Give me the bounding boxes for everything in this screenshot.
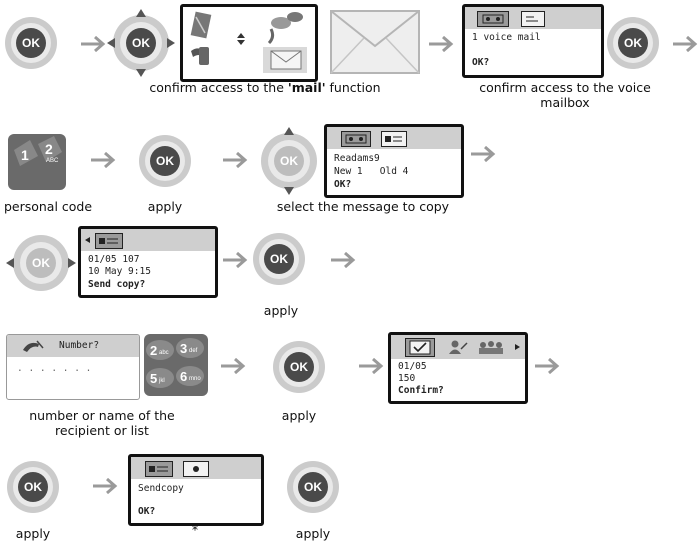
arrow-right-icon <box>428 36 453 52</box>
sendcopy-label: Sendcopy <box>138 483 184 494</box>
caption-apply: apply <box>263 303 299 318</box>
arrow-right-icon <box>92 478 117 494</box>
navigator-button[interactable]: OK <box>106 8 176 78</box>
svg-text:1: 1 <box>21 147 29 163</box>
caption-personal-code: personal code <box>3 199 93 214</box>
voicemail-tab-icon <box>477 11 509 27</box>
number-prompt: Number? <box>59 340 100 351</box>
svg-text:OK: OK <box>22 36 40 50</box>
voicemail-tab-icon <box>341 131 371 147</box>
voicemail-screen: 1 voice mail OK? <box>462 4 604 78</box>
voicemail-confirm: OK? <box>472 57 490 68</box>
caption-apply: apply <box>15 526 51 541</box>
scroll-right-icon <box>515 344 520 350</box>
mail-tab-icon <box>521 11 545 27</box>
svg-text:OK: OK <box>270 252 288 266</box>
number-input-dots: . . . . . . . <box>17 363 92 374</box>
caption-apply: apply <box>147 199 183 214</box>
arrow-right-icon <box>534 358 559 374</box>
message-name: Readams9 <box>334 153 380 164</box>
svg-text:OK: OK <box>290 360 308 374</box>
svg-text:OK: OK <box>304 480 322 494</box>
caption-apply: apply <box>281 408 317 423</box>
caption-number-recipient: number or name of the recipient or list <box>29 408 175 438</box>
confirm-date: 01/05 <box>398 361 427 372</box>
arrow-right-icon <box>220 358 245 374</box>
svg-text:abc: abc <box>159 350 169 356</box>
scroll-left-icon <box>85 237 90 243</box>
handset-icon <box>191 47 209 65</box>
svg-text:2: 2 <box>150 343 157 358</box>
ok-button[interactable]: OK <box>138 134 192 188</box>
message-confirm: OK? <box>334 179 352 190</box>
function-icons <box>190 11 307 73</box>
mail-tab-icon <box>95 233 123 249</box>
ok-button[interactable]: OK <box>6 460 60 514</box>
caption-confirm-voicemail: confirm access to the voice mailbox <box>479 80 651 110</box>
caption-select-message: select the message to copy <box>276 199 450 214</box>
arrow-right-icon <box>330 252 355 268</box>
mail-tab-icon <box>145 461 173 477</box>
handset-icon <box>23 340 44 352</box>
svg-text:OK: OK <box>24 480 42 494</box>
keypad-keys-icon: 1 2 ABC <box>8 134 66 190</box>
record-tab-icon <box>183 461 209 477</box>
confirm-number: 150 <box>398 373 416 384</box>
confirm-recipient-screen: 01/05 150 Confirm? <box>388 332 528 404</box>
notebook-icon <box>190 11 212 39</box>
mail-tab-icon <box>381 131 407 147</box>
checkmark-tab-icon <box>405 338 435 357</box>
send-copy-screen: 01/05 107 10 May 9:15 Send copy? <box>78 226 218 298</box>
send-copy-confirm-screen: Sendcopy OK? <box>128 454 264 526</box>
caption-footnote-star: * <box>191 522 199 537</box>
svg-text:6: 6 <box>180 369 187 384</box>
send-copy-prompt: Send copy? <box>88 279 146 290</box>
svg-text:ABC: ABC <box>46 158 59 164</box>
message-bubbles-icon <box>267 12 303 45</box>
mail-icon <box>270 50 302 70</box>
navigator-up-down-button[interactable]: OK <box>254 126 324 196</box>
message-date-number: 01/05 107 <box>88 254 140 265</box>
number-entry-screen: Number? . . . . . . . <box>6 334 140 400</box>
envelope-icon <box>330 10 420 74</box>
arrow-right-icon <box>358 358 383 374</box>
arrow-right-icon <box>80 36 105 52</box>
svg-text:jkl: jkl <box>158 378 165 384</box>
sendcopy-confirm: OK? <box>138 506 156 517</box>
svg-text:OK: OK <box>280 154 298 168</box>
ok-button[interactable]: OK <box>272 340 326 394</box>
read-message-screen: Readams9 New 1 Old 4 OK? <box>324 124 464 198</box>
svg-text:OK: OK <box>32 256 50 270</box>
svg-text:5: 5 <box>150 371 157 386</box>
function-menu-screen <box>180 4 318 82</box>
voicemail-count: 1 voice mail <box>472 32 541 43</box>
svg-text:OK: OK <box>156 154 174 168</box>
group-icon <box>479 341 503 354</box>
svg-text:def: def <box>189 348 198 354</box>
caption-apply: apply <box>295 526 331 541</box>
arrow-right-icon <box>672 36 697 52</box>
navigator-left-right-button[interactable]: OK <box>4 228 78 298</box>
confirm-prompt: Confirm? <box>398 385 444 396</box>
keypad-keys-icon: 2 abc 3 def 5 jkl 6 mno <box>144 334 208 396</box>
arrow-right-icon <box>222 152 247 168</box>
svg-text:2: 2 <box>45 141 53 157</box>
arrow-right-icon <box>90 152 115 168</box>
ok-button[interactable]: OK <box>606 16 660 70</box>
svg-text:3: 3 <box>180 341 187 356</box>
svg-text:OK: OK <box>132 36 150 50</box>
arrow-right-icon <box>222 252 247 268</box>
ok-button[interactable]: OK <box>4 16 58 70</box>
svg-text:OK: OK <box>624 36 642 50</box>
svg-text:mno: mno <box>189 376 201 382</box>
user-icon <box>449 340 468 354</box>
message-counts: New 1 Old 4 <box>334 166 409 177</box>
ok-button[interactable]: OK <box>252 232 306 286</box>
message-timestamp: 10 May 9:15 <box>88 266 151 277</box>
caption-confirm-mail: confirm access to the 'mail' function <box>149 80 381 95</box>
ok-button[interactable]: OK <box>286 460 340 514</box>
arrow-right-icon <box>470 146 495 162</box>
